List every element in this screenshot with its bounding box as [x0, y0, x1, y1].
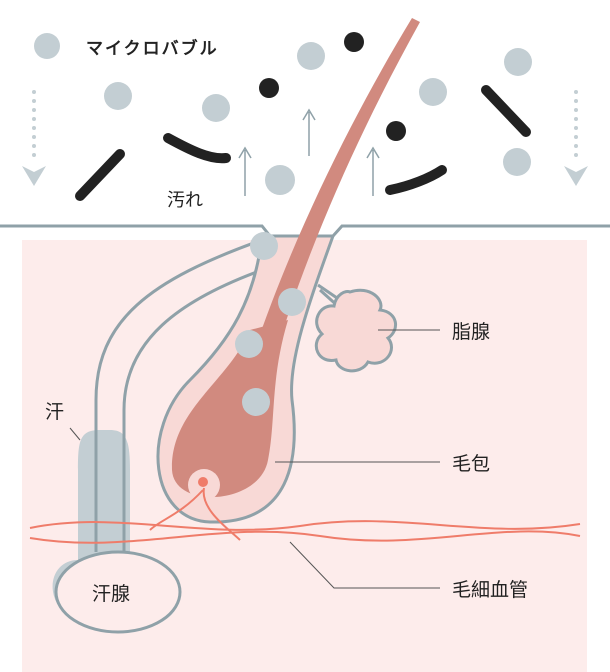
up-arrow-icon [302, 108, 316, 156]
bubble [419, 78, 447, 106]
leader-lines [69, 329, 440, 589]
label-sebaceous-gland: 脂腺 [452, 321, 490, 343]
dirt-streak [385, 165, 447, 195]
dirt-streak [481, 85, 531, 137]
down-arrow-icon [564, 90, 588, 186]
sweat-gland-structure [52, 238, 263, 634]
label-hair-follicle: 毛包 [452, 453, 490, 475]
dirt [75, 32, 531, 201]
up-arrow-icon [238, 146, 252, 196]
bubble [34, 33, 60, 59]
leader-sweat [69, 427, 81, 441]
bubble [504, 48, 532, 76]
sweat-duct [94, 238, 263, 552]
sebaceous-gland [314, 283, 397, 373]
label-sweat-gland: 汗腺 [92, 583, 130, 605]
bubble [503, 148, 531, 176]
bubbles [34, 33, 532, 416]
bubble [202, 94, 230, 122]
label-microbubble: マイクロバブル [86, 38, 219, 59]
label-sweat: 汗 [45, 401, 64, 423]
capillaries [29, 487, 581, 544]
bubble [250, 232, 278, 260]
bubble [278, 288, 306, 316]
label-dirt: 汚れ [167, 190, 203, 211]
bubble [297, 42, 325, 70]
up-arrow-icon [366, 146, 380, 196]
dirt-dot [386, 121, 406, 141]
dirt-dot [344, 32, 364, 52]
bubble [104, 82, 132, 110]
dirt-streak [163, 133, 231, 164]
label-capillaries: 毛細血管 [452, 579, 528, 601]
bubble [235, 330, 263, 358]
bubble [265, 165, 295, 195]
sweat-gland-body [54, 550, 182, 634]
dirt-streak [75, 149, 125, 201]
bubble [242, 388, 270, 416]
down-arrow-icon [22, 90, 46, 186]
papilla-dot [198, 477, 208, 487]
leader-capillaries [289, 541, 440, 589]
dirt-dot [259, 78, 279, 98]
